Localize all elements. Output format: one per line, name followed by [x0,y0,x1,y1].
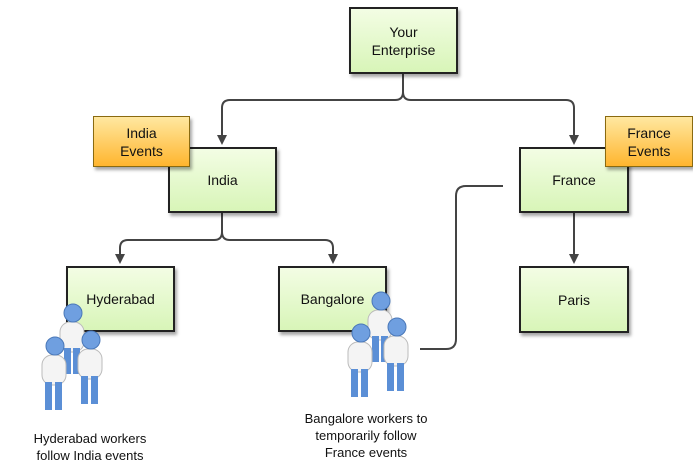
connector-enterprise-india [217,74,404,145]
tag-label: France Events [627,124,671,159]
connector-bangalore-workers-france [420,185,503,350]
connector-india-hyderabad [115,213,223,264]
node-label: Hyderabad [86,291,155,307]
caption-text: Bangalore workers to temporarily follow … [304,411,428,460]
node-label: Bangalore [300,291,365,307]
worker-figure [41,336,67,410]
worker-group-icon [41,303,103,410]
node-hyderabad: Hyderabad [66,266,175,332]
connector-india-bangalore [221,231,338,264]
node-paris: Paris [519,266,629,333]
worker-figure [77,330,103,404]
node-france: France [519,147,629,213]
node-your-enterprise: Your Enterprise [349,7,458,74]
node-label: France [552,172,596,188]
node-label: India [207,172,238,188]
worker-figure [383,317,409,391]
tag-label: India Events [120,124,163,159]
caption-text: Hyderabad workers follow India events [33,431,147,463]
worker-figure [347,323,373,397]
worker-group-icon [347,291,409,397]
connector-enterprise-france [402,91,579,145]
node-label: Paris [558,291,590,308]
france-events-tag: France Events [605,116,693,167]
node-label: Your Enterprise [371,23,436,58]
caption-hyderabad-workers: Hyderabad workers follow India events [0,430,180,464]
india-events-tag: India Events [93,116,190,167]
caption-bangalore-workers: Bangalore workers to temporarily follow … [281,410,451,461]
worker-figure [59,303,85,374]
